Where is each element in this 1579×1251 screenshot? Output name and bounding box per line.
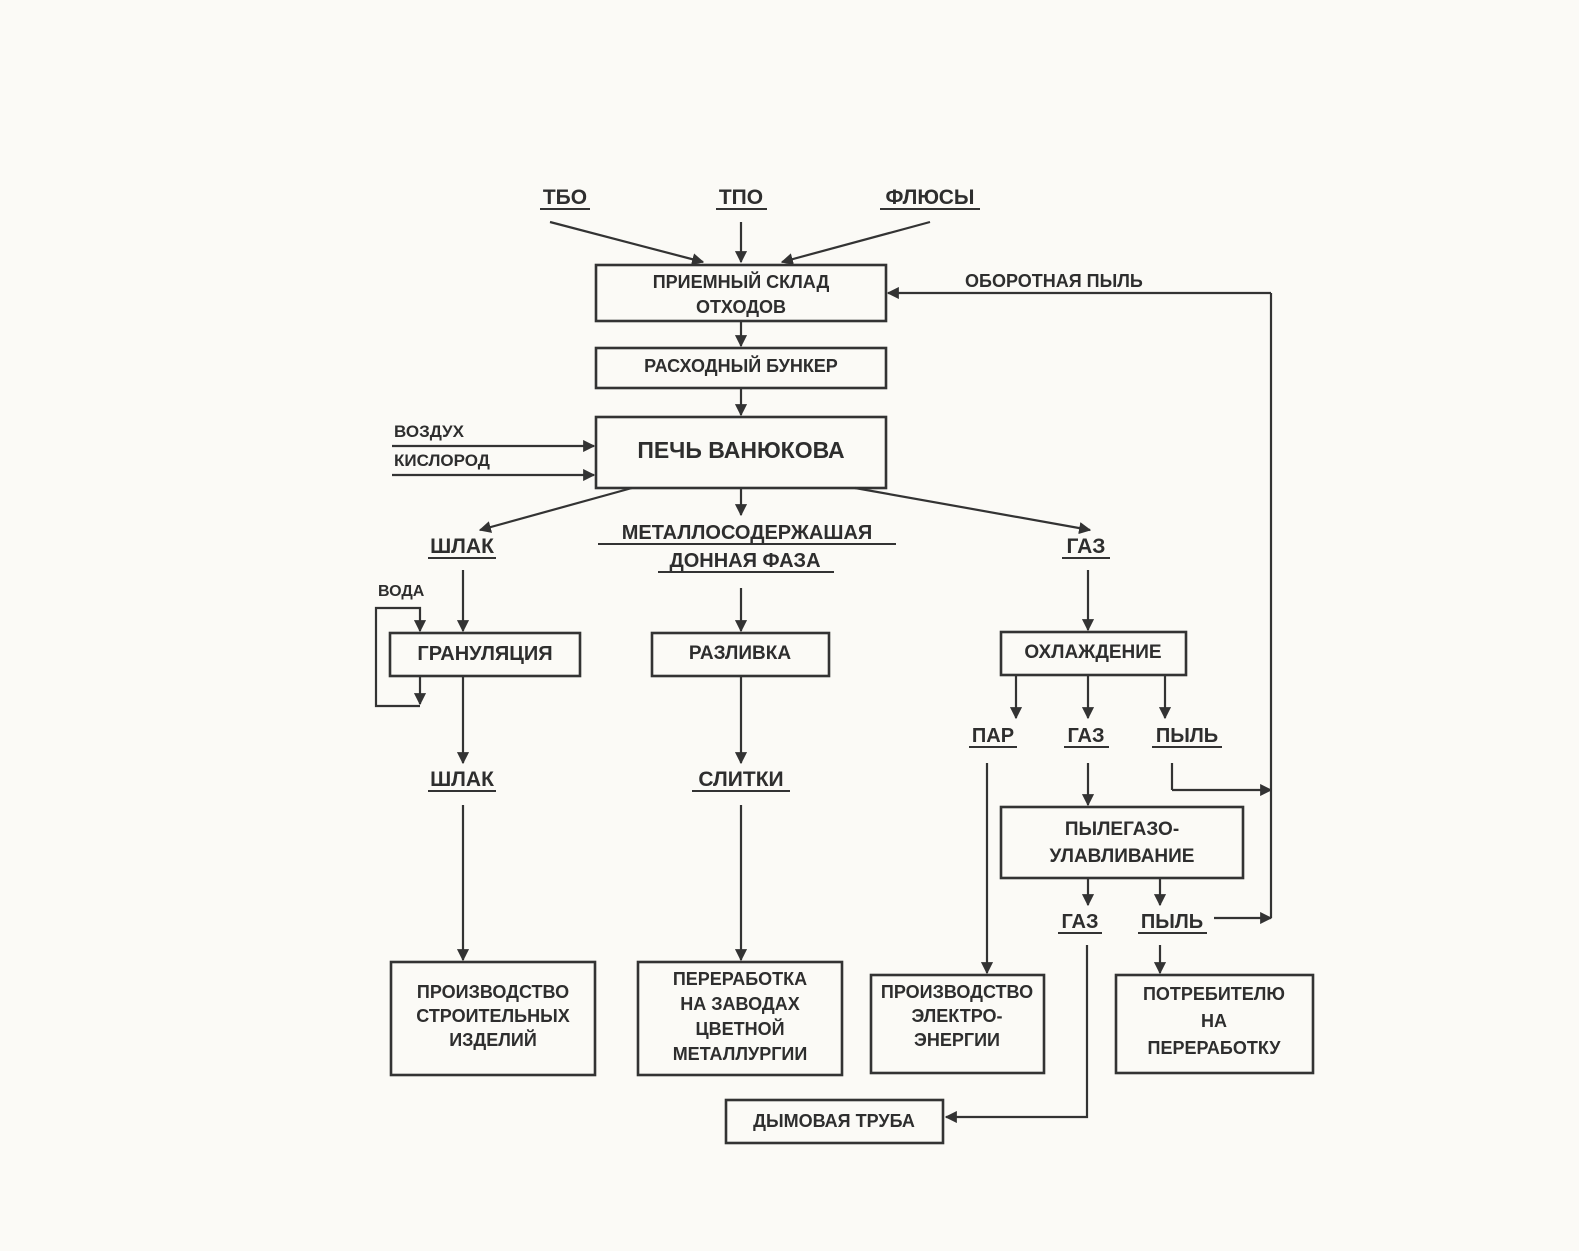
bunker-label: РАСХОДНЫЙ БУНКЕР [644,355,838,376]
input-tbo-label: ТБО [543,186,587,209]
metal-phase-label-1: МЕТАЛЛОСОДЕРЖАШАЯ [622,522,873,544]
water-label: ВОДА [378,583,425,600]
input-tpo: ТПО [716,186,767,210]
steam-label: ПАР [972,725,1014,747]
chimney-label: ДЫМОВАЯ ТРУБА [753,1111,915,1131]
input-flux-label: ФЛЮСЫ [886,186,975,209]
gas-clean-label: ГАЗ [1061,911,1098,933]
nonferrous-label-3: ЦВЕТНОЙ [695,1018,784,1039]
power-box [869,973,1046,1075]
ingots-label: СЛИТКИ [698,768,783,791]
dust-gas-box [999,805,1245,880]
warehouse-label-2: ОТХОДОВ [696,297,786,317]
building-box [389,960,597,1077]
arrow-tbo [549,220,705,266]
gas-label: ГАЗ [1067,535,1106,558]
slag-out-label: ШЛАК [430,768,494,791]
building-label-1: ПРОИЗВОДСТВО [417,982,569,1002]
arrow-flux [780,220,931,265]
input-tbo: ТБО [540,186,590,210]
chimney-box [724,1098,945,1145]
building-label-2: СТРОИТЕЛЬНЫХ [416,1006,569,1026]
building-label-3: ИЗДЕЛИЙ [449,1029,537,1050]
casting-label: РАЗЛИВКА [689,643,791,664]
arrow-furnace-gas [854,486,1092,535]
cooling-label: ОХЛАЖДЕНИЕ [1024,642,1161,663]
recycled-dust-label: ОБОРОТНАЯ ПЫЛЬ [965,271,1143,291]
gas-cooled-label: ГАЗ [1067,725,1104,747]
arrow-furnace-slag [478,486,633,533]
granulation-label: ГРАНУЛЯЦИЯ [417,643,552,665]
dust-label: ПЫЛЬ [1156,725,1218,747]
cooling-box [999,630,1188,677]
nonferrous-label-4: МЕТАЛЛУРГИИ [673,1044,808,1064]
consumer-label-2: НА [1201,1011,1227,1031]
dust-gas-label-1: ПЫЛЕГАЗО- [1065,819,1179,840]
metal-phase-label-2: ДОННАЯ ФАЗА [669,550,820,572]
warehouse-label-1: ПРИЕМНЫЙ СКЛАД [653,271,830,292]
power-label-2: ЭЛЕКТРО- [912,1006,1003,1026]
power-label-1: ПРОИЗВОДСТВО [881,982,1033,1002]
dust-captured-label: ПЫЛЬ [1141,911,1203,933]
granulation-box [388,631,582,678]
air-label: ВОЗДУХ [394,422,465,441]
power-label-3: ЭНЕРГИИ [914,1030,1000,1050]
consumer-box [1114,973,1315,1075]
nonferrous-label-1: ПЕРЕРАБОТКА [673,969,807,989]
slag-label: ШЛАК [430,535,494,558]
consumer-label-3: ПЕРЕРАБОТКУ [1148,1038,1282,1058]
dust-gas-label-2: УЛАВЛИВАНИЕ [1050,846,1195,867]
input-flux: ФЛЮСЫ [880,186,980,210]
furnace-label: ПЕЧЬ ВАНЮКОВА [637,437,844,463]
water-loop-line [374,606,427,708]
nonferrous-label-2: НА ЗАВОДАХ [680,994,799,1014]
nonferrous-box [636,960,844,1077]
input-tpo-label: ТПО [719,186,763,209]
arrow-gas-chimney [944,945,1089,1124]
consumer-label-1: ПОТРЕБИТЕЛЮ [1143,984,1285,1004]
oxygen-label: КИСЛОРОД [394,451,490,470]
